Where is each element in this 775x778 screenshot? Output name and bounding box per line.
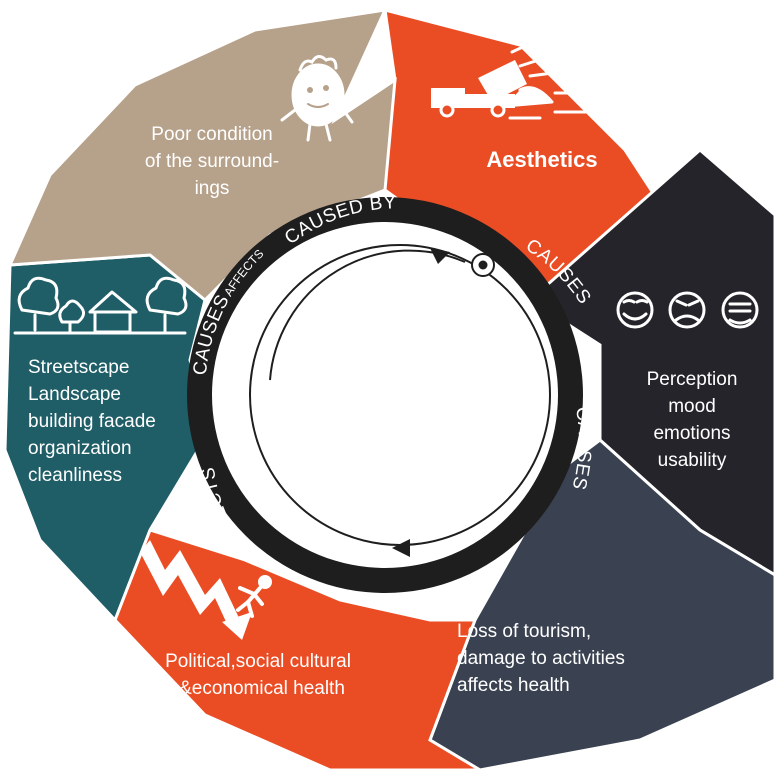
streetscape-line-2: Landscape — [28, 384, 121, 405]
condition-line-1: Poor condition — [151, 124, 272, 145]
segment-aesthetics-title: Aesthetics — [486, 147, 597, 172]
streetscape-line-1: Streetscape — [28, 357, 129, 378]
segment-tourism-text: Loss of tourism, damage to activities af… — [457, 621, 625, 696]
truck-dumping-icon — [431, 38, 597, 120]
perception-line-4: usability — [658, 450, 727, 471]
tourism-line-2: damage to activities — [457, 648, 625, 669]
perception-line-1: Perception — [647, 369, 738, 390]
segment-condition-text: Poor condition of the surround- ings — [145, 124, 279, 199]
inner-cycle-overlay — [269, 249, 466, 381]
streetscape-line-4: organization — [28, 438, 132, 459]
streetscape-line-3: building facade — [28, 411, 156, 432]
houses-trees-icon — [13, 276, 188, 335]
political-line-1: Political,social cultural — [165, 651, 351, 672]
segment-political-text: Political,social cultural &economical he… — [165, 651, 351, 699]
political-line-2: &economical health — [179, 678, 345, 699]
condition-line-2: of the surround- — [145, 151, 279, 172]
segment-perception-text: Perception mood emotions usability — [647, 369, 738, 471]
segment-political — [113, 528, 486, 772]
center-white — [212, 222, 558, 568]
perception-line-2: mood — [668, 396, 716, 417]
zigzag-arrow-falling-person-icon — [140, 540, 272, 640]
marker-dot — [478, 260, 488, 270]
condition-line-3: ings — [195, 178, 230, 199]
tourism-line-1: Loss of tourism, — [457, 621, 591, 642]
streetscape-line-5: cleanliness — [28, 465, 122, 486]
doodle-character-icon — [280, 55, 354, 142]
arrow-head-bottom — [392, 539, 410, 557]
segment-streetscape-text: Streetscape Landscape building facade or… — [28, 357, 156, 486]
arrow-head-top — [430, 248, 450, 264]
perception-line-3: emotions — [653, 423, 730, 444]
faces-icon — [616, 291, 759, 329]
tourism-line-3: affects health — [457, 675, 570, 696]
